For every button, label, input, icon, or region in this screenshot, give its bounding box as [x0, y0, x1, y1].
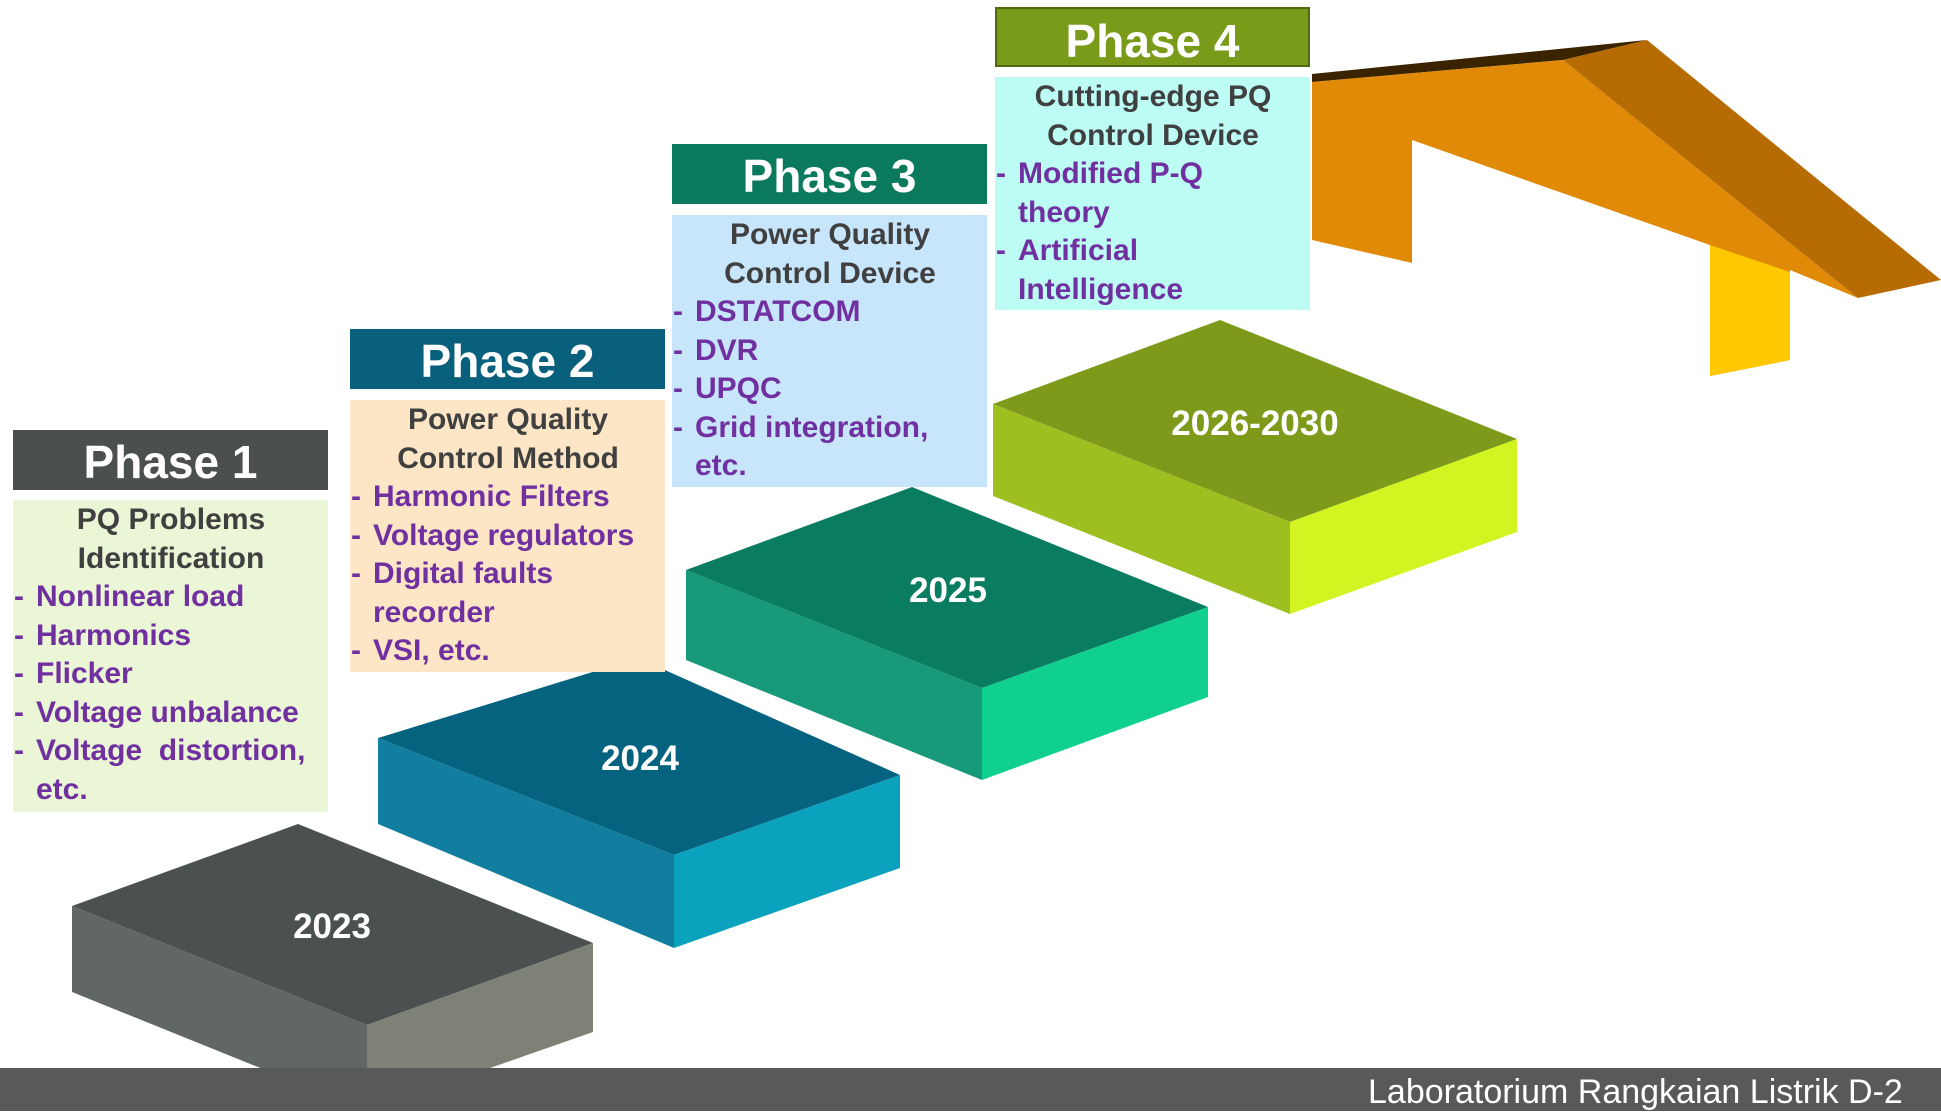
phase-3-box: Power Quality Control Device -DSTATCOM -…	[672, 215, 987, 487]
step-left-2025	[686, 570, 982, 780]
step-right-2026-2030	[1290, 439, 1517, 614]
list-item: -Voltage distortion, etc.	[14, 734, 314, 806]
step-top-2026-2030	[993, 320, 1517, 522]
list-item: -Harmonic Filters	[351, 480, 610, 513]
list-item: -Harmonics	[14, 618, 192, 652]
list-item: -VSI, etc.	[351, 634, 490, 667]
list-item: -DVR	[673, 333, 759, 367]
phase-1-header: Phase 1	[13, 430, 328, 490]
phase-4-box: Cutting-edge PQ Control Device -Modified…	[995, 77, 1310, 310]
list-item: -Nonlinear load	[14, 580, 245, 613]
year-label-2024: 2024	[601, 739, 679, 778]
step-left-2026-2030	[993, 404, 1290, 614]
step-left-2023	[72, 906, 367, 1111]
list-item: -Grid integration, etc.	[673, 410, 929, 483]
phase-2-box: Power Quality Control Method -Harmonic F…	[350, 400, 665, 672]
footer-bar: Laboratorium Rangkaian Listrik D-2	[0, 1068, 1941, 1111]
house-chimney	[1710, 245, 1790, 376]
phase-1-box: PQ Problems Identification -Nonlinear lo…	[13, 500, 328, 812]
phase-3-header: Phase 3	[672, 144, 987, 204]
phase-3-title: Power Quality Control Device	[724, 218, 936, 290]
step-2026-2030	[993, 320, 1517, 614]
list-item: -Voltage regulators	[351, 518, 635, 552]
step-top-2024	[378, 658, 900, 855]
step-right-2025	[982, 607, 1208, 780]
list-item: -Voltage unbalance	[14, 695, 299, 729]
year-label-2025: 2025	[909, 571, 987, 610]
step-right-2024	[674, 775, 900, 948]
phase-2-header: Phase 2	[350, 329, 665, 389]
list-item: -Flicker	[14, 657, 133, 690]
house-roof	[1563, 40, 1941, 298]
phase-3-list: -DSTATCOM -DVR -UPQC -Grid integration, …	[673, 293, 987, 486]
step-left-2024	[378, 738, 674, 948]
list-item: -Artificial Intelligence	[996, 234, 1184, 306]
list-item: -Digital faults recorder	[351, 557, 554, 629]
step-top-2023	[72, 824, 593, 1025]
step-2024	[378, 658, 900, 948]
house-shape	[1312, 40, 1941, 376]
step-top-2025	[686, 487, 1208, 688]
list-item: -UPQC	[673, 372, 782, 405]
phase-1-list: -Nonlinear load -Harmonics -Flicker -Vol…	[14, 578, 328, 809]
year-label-2026-2030: 2026-2030	[1171, 404, 1338, 443]
phase-4-header: Phase 4	[995, 7, 1310, 67]
year-label-2023: 2023	[293, 907, 371, 946]
phase-2-title: Power Quality Control Method	[397, 403, 619, 475]
list-item: -DSTATCOM	[673, 295, 861, 328]
phase-1-title: PQ Problems Identification	[76, 503, 266, 575]
house-roof-edge	[1312, 40, 1647, 82]
phase-4-list: -Modified P-Q theory -Artificial Intelli…	[996, 155, 1310, 309]
phase-4-title: Cutting-edge PQ Control Device	[1034, 80, 1272, 152]
step-2025	[686, 487, 1208, 780]
footer-text: Laboratorium Rangkaian Listrik D-2	[1368, 1073, 1903, 1111]
list-item: -Modified P-Q theory	[996, 157, 1203, 229]
phase-2-list: -Harmonic Filters -Voltage regulators -D…	[351, 478, 665, 671]
